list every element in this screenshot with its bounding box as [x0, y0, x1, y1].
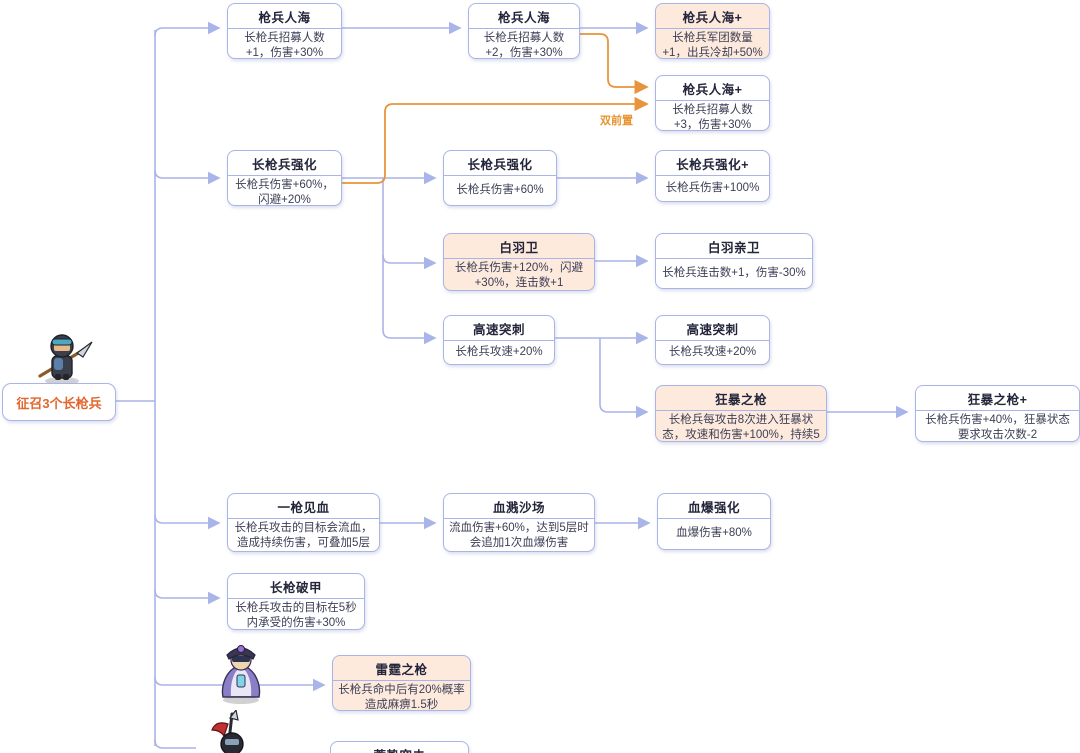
- skill-desc: 长枪兵攻速+20%: [455, 345, 543, 358]
- skill-desc: 长枪兵招募人数+2，伤害+30%: [483, 32, 565, 59]
- skill-node-n1[interactable]: 枪兵人海 长枪兵招募人数+1，伤害+30%: [227, 3, 342, 59]
- skill-node-n14[interactable]: 一枪见血 长枪兵攻击的目标会流血，造成持续伤害，可叠加5层: [227, 493, 380, 552]
- skill-node-n3[interactable]: 枪兵人海+ 长枪兵军团数量+1，出兵冷却+50%: [655, 3, 770, 59]
- skill-node-n10[interactable]: 高速突刺 长枪兵攻速+20%: [443, 315, 555, 365]
- skill-title: 血爆强化: [658, 494, 770, 519]
- skill-desc: 血爆伤害+80%: [676, 527, 752, 540]
- root-label: 征召3个长枪兵: [16, 395, 102, 411]
- skill-title: 长枪兵强化: [228, 151, 341, 176]
- root-node-summon-spearmen[interactable]: 征召3个长枪兵: [2, 383, 116, 421]
- skill-node-n16[interactable]: 血爆强化 血爆伤害+80%: [657, 493, 771, 550]
- skill-node-n17[interactable]: 长枪破甲 长枪兵攻击的目标在5秒内承受的伤害+30%: [227, 573, 365, 630]
- knight-unit-icon: [211, 710, 244, 753]
- skill-node-n19-partial[interactable]: 蓄势突击: [330, 741, 469, 753]
- skill-node-n15[interactable]: 血溅沙场 流血伤害+60%，达到5层时会追加1次血爆伤害: [443, 493, 595, 552]
- skill-title: 蓄势突击: [331, 742, 468, 753]
- skill-desc: 长枪兵伤害+40%，狂暴状态要求攻击次数-2: [925, 414, 1070, 442]
- mage-unit-icon: [221, 645, 261, 704]
- edge-label-double-prereq: 双前置: [600, 115, 633, 127]
- skill-node-n13[interactable]: 狂暴之枪+ 长枪兵伤害+40%，狂暴状态要求攻击次数-2: [915, 385, 1080, 442]
- skill-desc: 长枪兵攻速+20%: [668, 345, 757, 358]
- spearman-unit-icon: [38, 334, 93, 385]
- skill-node-n11[interactable]: 高速突刺 长枪兵攻速+20%: [655, 315, 770, 365]
- skill-desc: 长枪兵伤害+120%，闪避+30%，连击数+1: [454, 262, 584, 290]
- skill-title: 血溅沙场: [444, 494, 594, 519]
- skill-title: 长枪兵强化+: [656, 151, 769, 176]
- skill-title: 高速突刺: [656, 316, 769, 341]
- skill-title: 白羽亲卫: [656, 234, 812, 259]
- skill-title: 狂暴之枪: [656, 386, 826, 411]
- skill-node-n4[interactable]: 枪兵人海+ 长枪兵招募人数+3，伤害+30%: [655, 75, 770, 131]
- skill-desc: 长枪兵招募人数+3，伤害+30%: [672, 104, 753, 131]
- skill-title: 一枪见血: [228, 494, 379, 519]
- skill-desc: 长枪兵攻击的目标在5秒内承受的伤害+30%: [235, 602, 357, 630]
- skill-title: 雷霆之枪: [333, 656, 470, 681]
- skill-desc: 长枪兵伤害+100%: [665, 181, 760, 194]
- skill-desc: 长枪兵连击数+1，伤害-30%: [662, 266, 806, 279]
- skill-node-n18[interactable]: 雷霆之枪 长枪兵命中后有20%概率造成麻痹1.5秒: [332, 655, 471, 711]
- skill-title: 长枪兵强化: [444, 151, 556, 176]
- skill-node-n7[interactable]: 长枪兵强化+ 长枪兵伤害+100%: [655, 150, 770, 202]
- skill-title: 长枪破甲: [228, 574, 364, 599]
- skill-desc: 长枪兵伤害+60%，闪避+20%: [235, 179, 334, 206]
- skill-title: 枪兵人海+: [656, 76, 769, 101]
- skill-node-n6[interactable]: 长枪兵强化 长枪兵伤害+60%: [443, 150, 557, 206]
- skill-node-n5[interactable]: 长枪兵强化 长枪兵伤害+60%，闪避+20%: [227, 150, 342, 206]
- skill-node-n2[interactable]: 枪兵人海 长枪兵招募人数+2，伤害+30%: [468, 3, 580, 59]
- skill-desc: 长枪兵攻击的目标会流血，造成持续伤害，可叠加5层: [234, 522, 373, 550]
- skill-title: 狂暴之枪+: [916, 386, 1079, 411]
- skill-desc: 长枪兵命中后有20%概率造成麻痹1.5秒: [338, 684, 465, 711]
- skill-desc: 长枪兵每攻击8次进入狂暴状态，攻速和伤害+100%，持续5秒: [662, 414, 820, 442]
- skill-title: 枪兵人海+: [656, 4, 769, 29]
- skill-title: 白羽卫: [444, 234, 594, 259]
- skill-node-n12[interactable]: 狂暴之枪 长枪兵每攻击8次进入狂暴状态，攻速和伤害+100%，持续5秒: [655, 385, 827, 442]
- skill-desc: 流血伤害+60%，达到5层时会追加1次血爆伤害: [449, 522, 589, 550]
- skill-desc: 长枪兵招募人数+1，伤害+30%: [244, 32, 325, 59]
- skill-title: 枪兵人海: [469, 4, 579, 29]
- skill-desc: 长枪兵伤害+60%: [456, 183, 544, 196]
- skill-title: 枪兵人海: [228, 4, 341, 29]
- skill-title: 高速突刺: [444, 316, 554, 341]
- skill-node-n8[interactable]: 白羽卫 长枪兵伤害+120%，闪避+30%，连击数+1: [443, 233, 595, 291]
- skill-node-n9[interactable]: 白羽亲卫 长枪兵连击数+1，伤害-30%: [655, 233, 813, 289]
- skill-desc: 长枪兵军团数量+1，出兵冷却+50%: [662, 32, 763, 59]
